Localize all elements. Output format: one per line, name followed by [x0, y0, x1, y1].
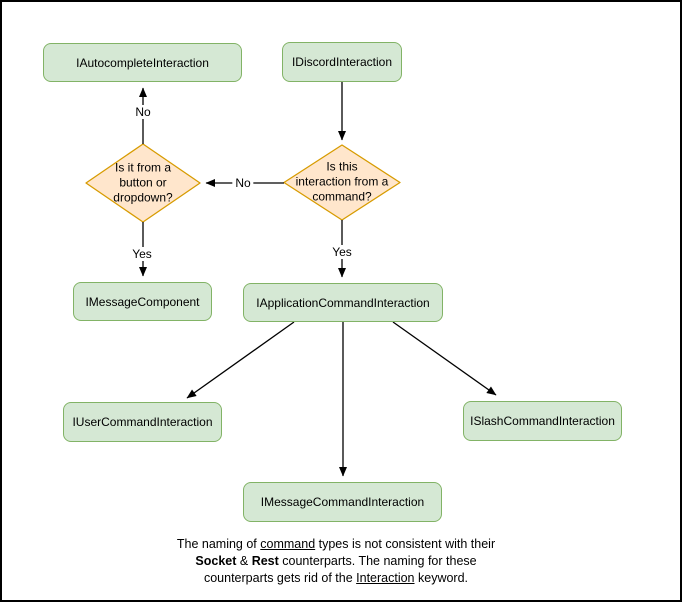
footnote-line-2: Socket & Rest counterparts. The naming f… [195, 554, 477, 568]
node-message-component: IMessageComponent [73, 282, 212, 321]
node-autocomplete-interaction: IAutocompleteInteraction [43, 43, 242, 82]
edge-label-yes-message-component: Yes [129, 247, 155, 261]
edge-label-no-autocomplete: No [132, 105, 154, 119]
node-label: IApplicationCommandInteraction [256, 295, 430, 310]
node-application-command-interaction: IApplicationCommandInteraction [243, 283, 443, 322]
node-slash-command-interaction: ISlashCommandInteraction [463, 401, 622, 441]
footnote-line-3: counterparts gets rid of the Interaction… [203, 571, 469, 585]
edge-application-command-to-user-command [186, 321, 295, 399]
node-user-command-interaction: IUserCommandInteraction [63, 402, 222, 442]
underlined-word: command [260, 537, 316, 551]
node-label: IMessageCommandInteraction [260, 495, 425, 509]
node-label: IUserCommandInteraction [72, 415, 213, 429]
bold-word: Rest [251, 554, 279, 568]
node-message-command-interaction: IMessageCommandInteraction [243, 482, 442, 522]
decision-button-dropdown-label: Is it from a button or dropdown? [113, 160, 173, 205]
footnote: The naming of command types is not consi… [136, 536, 536, 587]
decision-from-command-label: Is this interaction from a command? [295, 159, 389, 204]
node-label: ISlashCommandInteraction [470, 414, 615, 428]
edge-application-command-to-slash-command [392, 321, 497, 396]
footnote-line-1: The naming of command types is not consi… [176, 537, 496, 551]
bold-word: Socket [195, 554, 237, 568]
node-label: IAutocompleteInteraction [76, 55, 209, 70]
node-label: IMessageComponent [85, 294, 200, 309]
edge-label-no-between-decisions: No [232, 176, 254, 190]
edge-label-yes-application-command: Yes [329, 245, 355, 259]
node-discord-interaction: IDiscordInteraction [282, 42, 402, 82]
underlined-word: Interaction [356, 571, 415, 585]
node-label: IDiscordInteraction [291, 55, 393, 69]
